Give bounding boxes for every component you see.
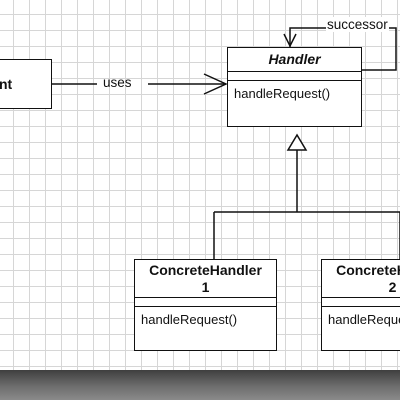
diagram-canvas: nt uses successor Handler handleRequest(… [0, 0, 400, 370]
concrete-handler-2-attributes-section [322, 298, 400, 307]
successor-label: successor [326, 17, 389, 32]
concrete-handler-1-name: ConcreteHandler 1 [135, 260, 276, 298]
concrete-handler-1-method: handleRequest() [141, 312, 238, 327]
successor-line [289, 27, 397, 71]
concrete-handler-2-name-line2: 2 [388, 279, 397, 295]
uses-arrowhead [203, 73, 228, 95]
handler-class-box: Handler handleRequest() [227, 47, 362, 127]
connector-lines [52, 27, 400, 259]
handler-method: handleRequest() [234, 86, 331, 101]
concrete-handler-2-box: ConcreteHandler 2 handleRequest() [321, 259, 400, 351]
client-class-box: nt [0, 59, 52, 109]
handler-class-name: Handler [228, 48, 361, 72]
uses-label: uses [103, 75, 132, 90]
concrete-handler-1-box: ConcreteHandler 1 handleRequest() [134, 259, 277, 351]
concrete-handler-1-name-line2: 1 [201, 279, 210, 295]
client-class-name: nt [0, 76, 13, 92]
inheritance-triangle [286, 133, 308, 151]
concrete-handler-1-attributes-section [135, 298, 276, 307]
concrete-handler-2-method: handleRequest() [328, 312, 400, 327]
concrete-handler-1-name-line1: ConcreteHandler [149, 262, 262, 278]
page-shadow-area [0, 370, 400, 400]
successor-arrowhead [283, 33, 297, 48]
concrete-handler-2-name: ConcreteHandler 2 [322, 260, 400, 298]
concrete-handler-2-name-line1: ConcreteHandler [336, 262, 400, 278]
handler-attributes-section [228, 72, 361, 81]
